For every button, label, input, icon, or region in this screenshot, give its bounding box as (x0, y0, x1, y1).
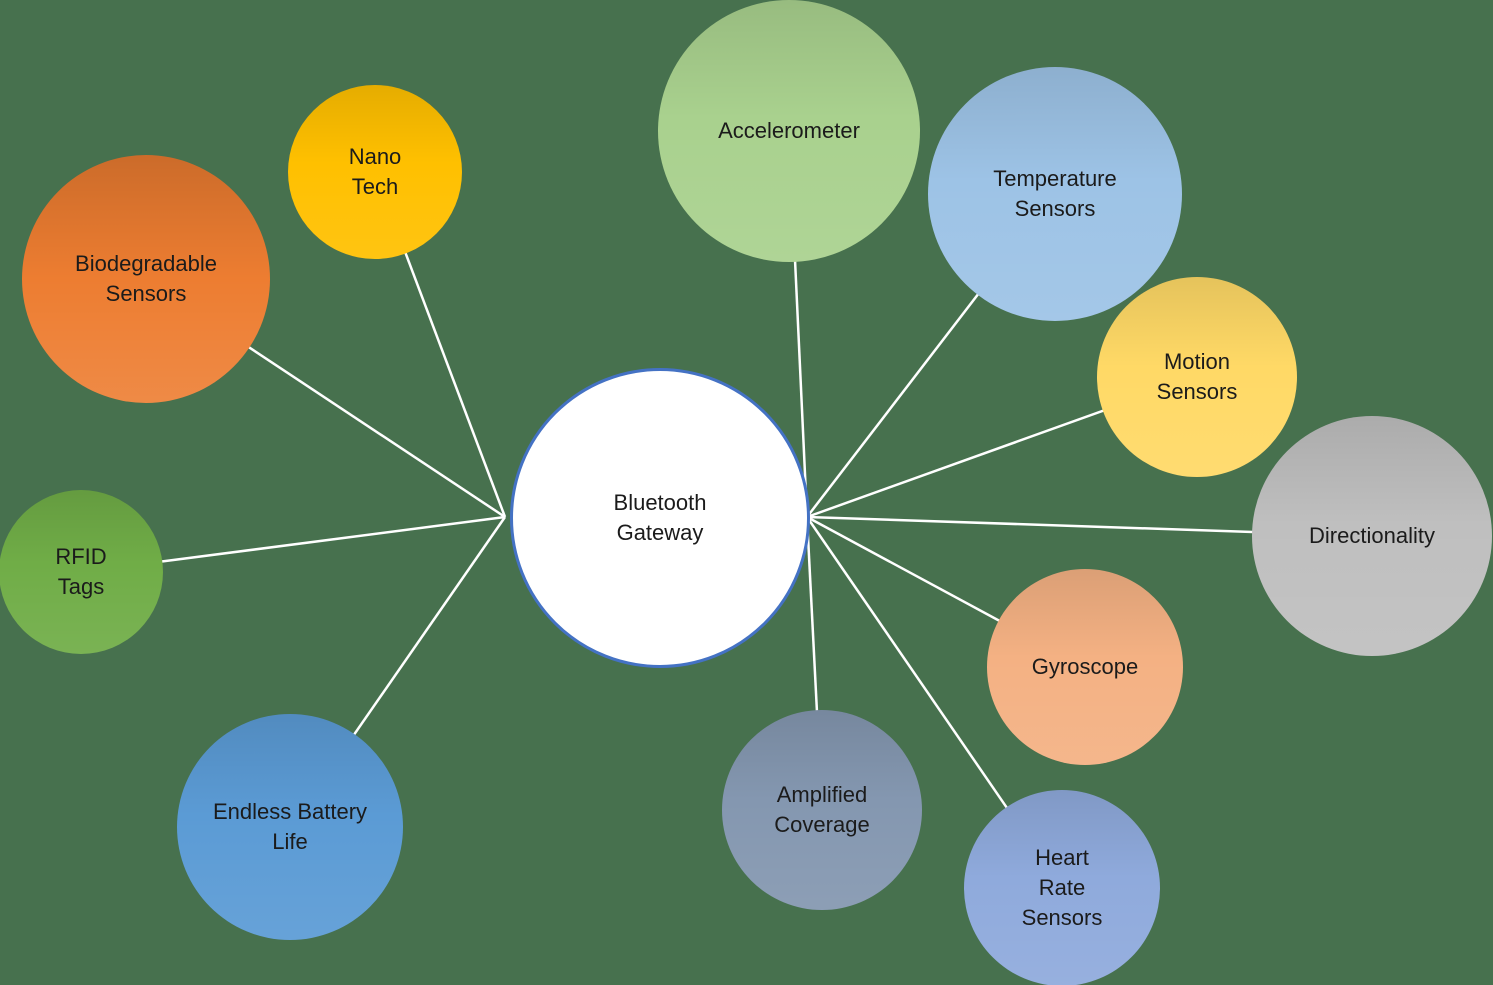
node-rfid-tags: RFID Tags (0, 490, 163, 654)
node-biodegradable-sensors: Biodegradable Sensors (22, 155, 270, 403)
node-label: Nano Tech (348, 144, 402, 199)
node-nano-tech: Nano Tech (288, 85, 462, 259)
node-heart-rate-sensors: Heart Rate Sensors (964, 790, 1160, 985)
node-amplified-coverage: Amplified Coverage (722, 710, 922, 910)
node-label: Directionality (1309, 523, 1435, 549)
node-label: Heart Rate Sensors (1021, 845, 1103, 930)
node-label: Gyroscope (1031, 654, 1139, 680)
node-directionality: Directionality (1252, 416, 1492, 656)
node-label: Motion Sensors (1156, 349, 1238, 404)
node-label: Temperature Sensors (993, 166, 1117, 221)
node-label: RFID Tags (55, 544, 107, 599)
node-label: Amplified Coverage (774, 782, 870, 837)
node-accelerometer: Accelerometer (658, 0, 920, 262)
node-label: Bluetooth Gateway (613, 490, 707, 545)
node-temperature-sensors: Temperature Sensors (928, 67, 1182, 321)
node-label: Endless Battery Life (212, 799, 368, 854)
node-label: Biodegradable Sensors (75, 251, 217, 306)
node-motion-sensors: Motion Sensors (1097, 277, 1297, 477)
node-endless-battery-life: Endless Battery Life (177, 714, 403, 940)
node-bluetooth-gateway-hub: Bluetooth Gateway (510, 368, 810, 668)
node-gyroscope: Gyroscope (987, 569, 1183, 765)
node-label: Accelerometer (718, 118, 860, 144)
